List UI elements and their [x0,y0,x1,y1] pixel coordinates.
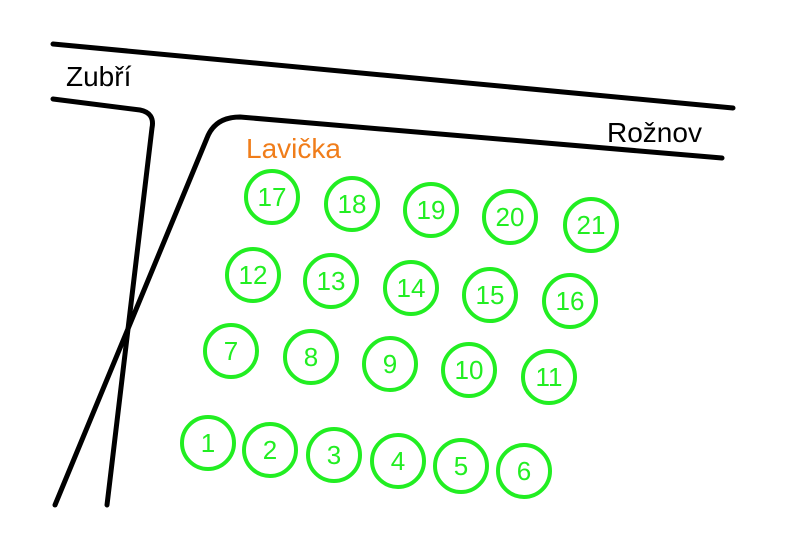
plot-marker: 8 [283,329,339,385]
plot-circle [542,273,598,329]
plot-circle [496,443,552,499]
plot-circle [521,349,577,405]
plot-number: 1 [201,428,215,458]
plot-circle [403,182,459,238]
plot-circle [306,427,362,483]
plot-circle [324,176,380,232]
plot-number: 18 [338,189,367,219]
road-lavicka-edge [52,114,725,508]
road-lower-edge [50,96,155,508]
plot-circle [203,323,259,379]
plot-number: 3 [327,440,341,470]
plot-number: 19 [417,195,446,225]
plot-marker: 2 [242,422,298,478]
plot-marker: 20 [482,189,538,245]
plot-circle [180,415,236,471]
plot-circle [441,342,497,398]
plot-number: 16 [556,286,585,316]
plot-number: 17 [258,182,287,212]
plot-marker: 21 [563,197,619,253]
plot-marker: 7 [203,323,259,379]
plot-marker: 13 [303,253,359,309]
plot-number: 11 [536,362,563,392]
plot-circle [362,336,418,392]
plot-marker: 18 [324,176,380,232]
plot-number: 13 [317,266,346,296]
plot-marker: 5 [433,438,489,494]
plot-number: 21 [577,210,606,240]
plot-number: 12 [239,260,268,290]
plot-marker: 19 [403,182,459,238]
plot-number: 9 [383,349,397,379]
plot-marker: 6 [496,443,552,499]
plot-marker: 11 [521,349,577,405]
plot-number: 8 [304,342,318,372]
plot-number: 6 [517,456,531,486]
place-label-zubri: Zubří [66,61,132,92]
plot-circle [462,267,518,323]
plot-marker: 4 [370,433,426,489]
plot-marker: 1 [180,415,236,471]
plot-circle [242,422,298,478]
bench-label-lavicka: Lavička [246,133,341,164]
plot-circle [482,189,538,245]
plot-number: 15 [476,280,505,310]
plot-circle [370,433,426,489]
plot-marker: 10 [441,342,497,398]
place-label-roznov: Rožnov [607,117,702,148]
plot-marker: 3 [306,427,362,483]
plot-circle [303,253,359,309]
plot-number: 5 [454,451,468,481]
plot-marker: 15 [462,267,518,323]
plot-marker: 16 [542,273,598,329]
plot-circle [563,197,619,253]
plot-number: 10 [455,355,484,385]
plot-circle [244,169,300,225]
roads [50,41,736,508]
plot-number: 14 [397,273,426,303]
plot-marker: 17 [244,169,300,225]
plot-number: 20 [496,202,525,232]
plot-marker: 12 [225,247,281,303]
plot-number: 7 [224,336,238,366]
plot-circle [433,438,489,494]
plot-circle [283,329,339,385]
plot-circle [383,260,439,316]
road-upper-edge [50,41,736,111]
plot-marker: 9 [362,336,418,392]
plot-number: 2 [263,435,277,465]
plot-marker: 14 [383,260,439,316]
plot-circle [225,247,281,303]
plot-number: 4 [391,446,405,476]
